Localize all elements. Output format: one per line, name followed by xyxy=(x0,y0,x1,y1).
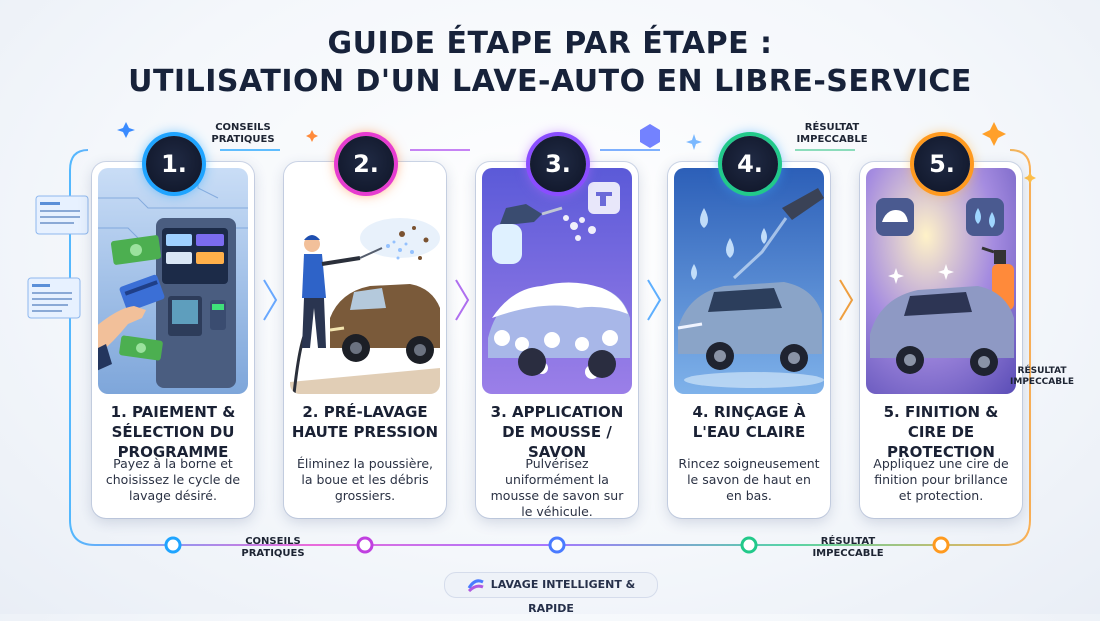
step-card-3: 3. APPLICATION DE MOUSSE / SAVON Pulvéri… xyxy=(476,162,638,519)
step-5-illustration xyxy=(866,168,1016,394)
step-1-illustration xyxy=(98,168,248,394)
step-card-2: 2. PRÉ-LAVAGE HAUTE PRESSION Éliminez la… xyxy=(284,162,446,518)
result-note-bottom: RÉSULTAT IMPECCABLE xyxy=(812,536,884,559)
step-badge-2: 2. xyxy=(338,136,394,192)
step-1-title: 1. PAIEMENT & SÉLECTION DU PROGRAMME xyxy=(110,403,236,461)
foam-spray-icon xyxy=(492,204,563,264)
step-card-5: 5. FINITION & CIRE DE PROTECTION Appliqu… xyxy=(860,162,1022,518)
brand-logo-icon xyxy=(467,579,484,592)
step-1-description: Payez à la borne et choisissez le cycle … xyxy=(105,456,241,503)
pressure-washer-icon xyxy=(292,235,383,394)
step-2-description: Éliminez la poussière, la boue et les dé… xyxy=(297,456,433,503)
result-note-card5: RÉSULTAT IMPECCABLE xyxy=(1010,366,1074,387)
credit-card-icon xyxy=(119,274,165,312)
step-4-title: 4. RINÇAGE À L'EAU CLAIRE xyxy=(692,403,806,441)
arrow-chevron-1 xyxy=(263,279,278,321)
tips-note-bottom: CONSEILS PRATIQUES xyxy=(241,536,305,559)
step-badge-3: 3. xyxy=(530,136,586,192)
step-badge-4: 4. xyxy=(722,136,778,192)
step-card-4: 4. RINÇAGE À L'EAU CLAIRE Rincez soigneu… xyxy=(668,162,830,518)
title-line-2: UTILISATION D'UN LAVE-AUTO EN LIBRE-SERV… xyxy=(128,64,972,99)
step-badge-1: 1. xyxy=(146,136,202,192)
car-icon xyxy=(329,284,440,364)
step-5-description: Appliquez une cire de finition pour bril… xyxy=(873,456,1009,503)
tips-note-top: CONSEILS PRATIQUES xyxy=(211,122,275,145)
step-2-title: 2. PRÉ-LAVAGE HAUTE PRESSION xyxy=(291,403,439,441)
data-panels-decoration xyxy=(27,195,89,319)
step-3-title: 3. APPLICATION DE MOUSSE / SAVON xyxy=(490,403,624,461)
step-5-title: 5. FINITION & CIRE DE PROTECTION xyxy=(883,403,999,461)
footer-text: LAVAGE INTELLIGENT & RAPIDE xyxy=(490,578,636,615)
step-2-illustration xyxy=(290,168,440,394)
title-line-1: GUIDE ÉTAPE PAR ÉTAPE : xyxy=(327,26,773,61)
step-badge-5: 5. xyxy=(914,136,970,192)
step-3-description: Pulvérisez uniformément la mousse de sav… xyxy=(490,456,624,519)
step-card-1: 1. PAIEMENT & SÉLECTION DU PROGRAMME Pay… xyxy=(92,162,254,518)
result-note-top: RÉSULTAT IMPECCABLE xyxy=(796,122,868,145)
arrow-chevron-2 xyxy=(455,279,470,321)
banknote-icon xyxy=(110,235,163,361)
footer-banner: LAVAGE INTELLIGENT & RAPIDE xyxy=(444,572,658,615)
step-3-illustration xyxy=(482,168,632,394)
arrow-chevron-3 xyxy=(647,279,662,321)
step-4-description: Rincez soigneusement le savon de haut en… xyxy=(678,456,820,503)
step-4-illustration xyxy=(674,168,824,394)
arrow-chevron-4 xyxy=(839,279,854,321)
water-drops-icon xyxy=(691,208,767,280)
